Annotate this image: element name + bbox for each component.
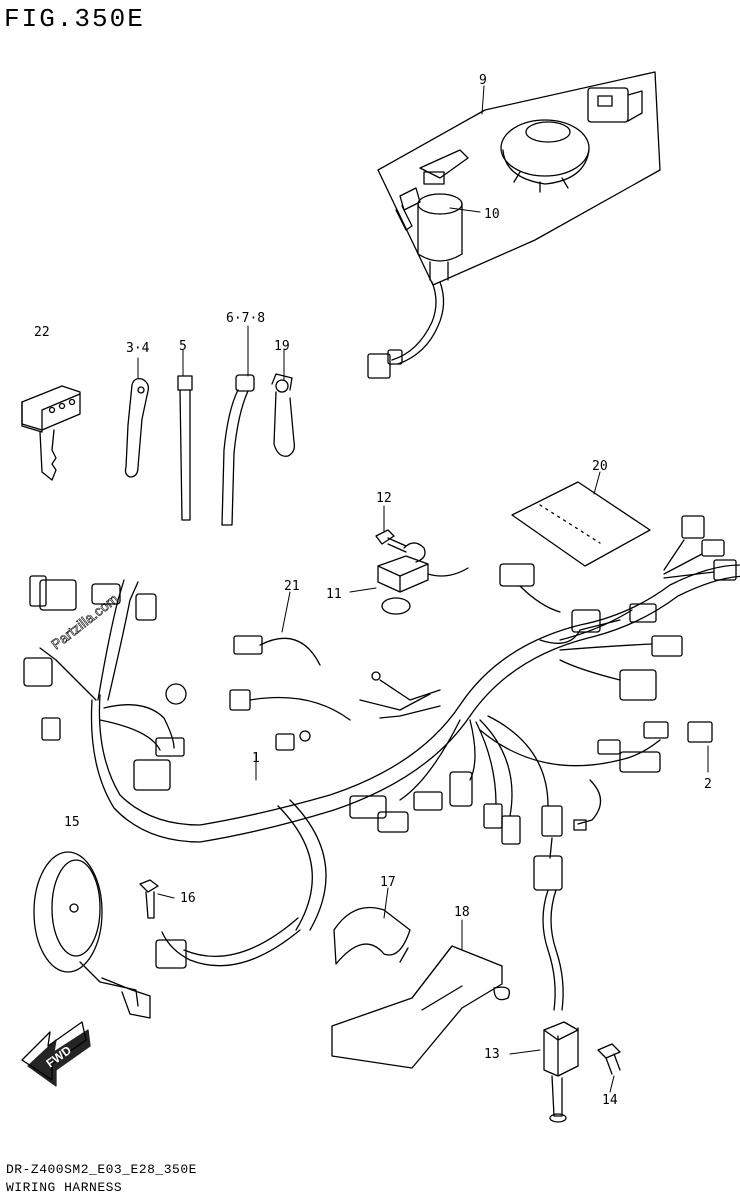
part-label-9: 9 <box>479 73 487 88</box>
part-label-12: 12 <box>376 491 392 506</box>
part-label-21: 21 <box>284 579 300 594</box>
part-label-16: 16 <box>180 891 196 906</box>
main-wiring-harness <box>23 515 740 1011</box>
part-label-15: 15 <box>64 815 80 830</box>
part-label-2: 2 <box>704 777 712 792</box>
wire-clip <box>271 373 296 457</box>
cable-tie <box>177 375 193 521</box>
part-label-18: 18 <box>454 905 470 920</box>
figure-caption: WIRING HARNESS <box>6 1180 123 1195</box>
part-label-10: 10 <box>484 207 500 222</box>
blank-key <box>21 385 81 481</box>
part-label-1: 1 <box>252 751 260 766</box>
part-labels: 22 3·4 5 6·7·8 19 9 10 20 12 11 21 1 2 1… <box>34 73 712 1108</box>
part-label-6-7-8: 6·7·8 <box>226 311 265 326</box>
part-label-3-4: 3·4 <box>126 341 150 356</box>
part-label-13: 13 <box>484 1047 500 1062</box>
forward-direction-arrow <box>21 1021 91 1087</box>
part-label-22: 22 <box>34 325 50 340</box>
part-label-17: 17 <box>380 875 396 890</box>
cover-and-bracket <box>331 906 511 1069</box>
relay-and-bolt <box>375 529 469 615</box>
model-code: DR-Z400SM2_E03_E28_350E <box>6 1162 197 1177</box>
part-label-11: 11 <box>326 587 342 602</box>
leader-lines <box>137 85 709 1093</box>
harness-band <box>221 374 255 526</box>
watermark-text: Partzilla.com <box>48 590 121 652</box>
harness-clamp <box>124 377 150 478</box>
ignition-switch-set <box>367 71 661 379</box>
insulation-tape <box>511 481 651 567</box>
part-label-5: 5 <box>179 339 187 354</box>
side-stand-switch <box>543 1021 621 1123</box>
figure-title: FIG.350E <box>4 4 145 34</box>
horn <box>33 851 187 1019</box>
part-label-14: 14 <box>602 1093 618 1108</box>
part-label-20: 20 <box>592 459 608 474</box>
part-label-19: 19 <box>274 339 290 354</box>
